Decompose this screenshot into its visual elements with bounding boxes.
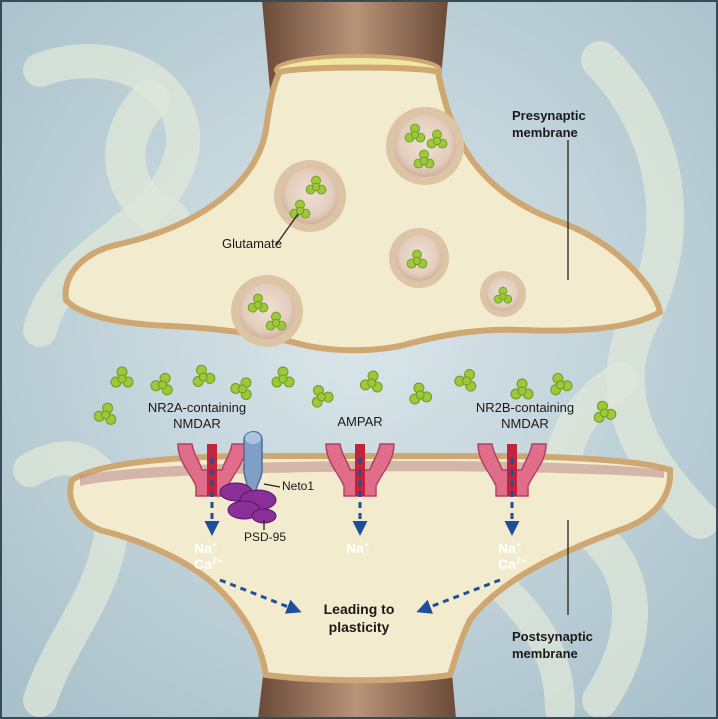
psd95-label: PSD-95 xyxy=(244,530,286,544)
ion-ca-right: Ca2+ xyxy=(498,556,526,572)
nr2a-label-line1: NR2A-containing xyxy=(122,400,272,416)
postsynaptic-label-line1: Postsynaptic xyxy=(512,628,593,645)
postsynaptic-membrane-label: Postsynaptic membrane xyxy=(512,628,593,662)
nr2b-label-line1: NR2B-containing xyxy=(450,400,600,416)
ions-right: Na+ Ca2+ xyxy=(498,540,526,572)
ion-na-middle: Na+ xyxy=(346,540,369,556)
nr2b-label-line2: NMDAR xyxy=(450,416,600,432)
plasticity-label: Leading to plasticity xyxy=(300,600,418,636)
vesicle xyxy=(274,160,346,232)
neto1-highlight xyxy=(245,432,261,444)
nr2b-label: NR2B-containing NMDAR xyxy=(450,400,600,432)
ions-middle: Na+ xyxy=(346,540,369,556)
glutamate-label: Glutamate xyxy=(222,236,282,251)
ampar-label: AMPAR xyxy=(320,414,400,430)
presynaptic-label-line1: Presynaptic xyxy=(512,107,586,124)
plasticity-label-line2: plasticity xyxy=(300,618,418,636)
plasticity-label-line1: Leading to xyxy=(300,600,418,618)
ions-left: Na+ Ca2+ xyxy=(194,540,222,572)
postsynaptic-label-line2: membrane xyxy=(512,645,593,662)
ion-ca-left: Ca2+ xyxy=(194,556,222,572)
vesicle xyxy=(386,107,464,185)
presynaptic-membrane-label: Presynaptic membrane xyxy=(512,107,586,141)
ion-na-left: Na+ xyxy=(194,540,222,556)
ion-na-right: Na+ xyxy=(498,540,526,556)
neto1-label: Neto1 xyxy=(282,479,314,493)
nr2a-label: NR2A-containing NMDAR xyxy=(122,400,272,432)
vesicle xyxy=(231,275,303,347)
nr2a-label-line2: NMDAR xyxy=(122,416,272,432)
presynaptic-label-line2: membrane xyxy=(512,124,586,141)
